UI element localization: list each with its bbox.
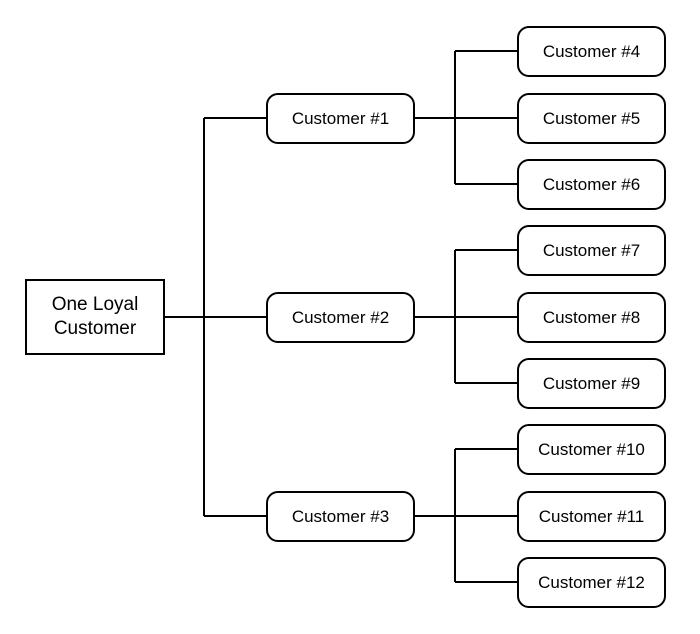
customer-8-label: Customer #8 xyxy=(542,307,641,327)
customer-12-label: Customer #12 xyxy=(538,572,645,592)
customer-9-label: Customer #9 xyxy=(542,373,641,393)
customer-2-label: Customer #2 xyxy=(291,307,390,327)
customer-5-label: Customer #5 xyxy=(542,108,641,128)
customer-10-label: Customer #10 xyxy=(538,439,645,459)
customer-3-label: Customer #3 xyxy=(291,506,390,526)
customer-5-node: Customer #5 xyxy=(517,93,666,144)
customer-10-node: Customer #10 xyxy=(517,424,666,475)
customer-12-node: Customer #12 xyxy=(517,557,666,608)
customer-6-label: Customer #6 xyxy=(542,174,641,194)
customer-11-label: Customer #11 xyxy=(538,506,645,526)
customer-2-node: Customer #2 xyxy=(266,292,415,343)
customer-1-node: Customer #1 xyxy=(266,93,415,144)
root-node-label: One Loyal Customer xyxy=(51,294,139,339)
customer-9-node: Customer #9 xyxy=(517,358,666,409)
customer-1-label: Customer #1 xyxy=(291,108,390,128)
root-node: One Loyal Customer xyxy=(25,279,165,355)
customer-7-label: Customer #7 xyxy=(542,240,641,260)
customer-6-node: Customer #6 xyxy=(517,159,666,210)
customer-3-node: Customer #3 xyxy=(266,491,415,542)
customer-4-label: Customer #4 xyxy=(542,41,641,61)
customer-11-node: Customer #11 xyxy=(517,491,666,542)
customer-4-node: Customer #4 xyxy=(517,26,666,77)
customer-7-node: Customer #7 xyxy=(517,225,666,276)
customer-8-node: Customer #8 xyxy=(517,292,666,343)
